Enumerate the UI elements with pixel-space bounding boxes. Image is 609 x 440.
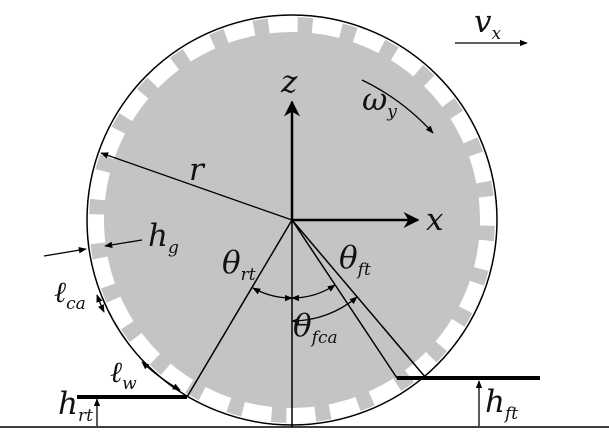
tread-gap <box>92 256 116 289</box>
tread-gap <box>450 110 478 144</box>
tread-gap <box>328 396 361 420</box>
tread-gap <box>458 280 485 314</box>
tread-gaps <box>89 16 495 423</box>
l-w-arrow <box>141 361 181 391</box>
label-z: z <box>280 64 298 100</box>
tread-gap <box>90 169 110 201</box>
radius-arrow <box>100 152 293 221</box>
tread-gap <box>423 75 455 108</box>
label-r: r <box>189 152 206 188</box>
label-l-w: ℓw <box>110 355 137 394</box>
label-vx: vx <box>474 4 502 44</box>
tread-gap <box>390 47 424 77</box>
front-contact-area-line <box>291 219 427 379</box>
h-g-arrow-outer <box>43 247 87 257</box>
tread-gap <box>119 88 149 122</box>
label-omega-y: ωy <box>362 82 397 122</box>
tread-gap <box>468 151 492 184</box>
tread-gap <box>404 351 437 383</box>
tread-gap <box>147 57 180 89</box>
label-h-g: hg <box>148 218 179 258</box>
tread-gap <box>241 402 273 422</box>
label-h-ft: hft <box>485 384 518 424</box>
label-l-ca: ℓca <box>54 275 86 314</box>
tread-gap <box>286 406 317 423</box>
tread-gap <box>311 18 343 38</box>
label-x: x <box>426 202 444 238</box>
label-h-rt: hrt <box>58 386 93 426</box>
tread-gap <box>474 239 494 271</box>
label-theta-fca: θfca <box>293 308 338 348</box>
tread-gap <box>89 214 106 245</box>
label-theta-ft: θft <box>339 240 371 280</box>
tread-gap <box>99 126 126 160</box>
theta-fca-arc <box>291 296 358 325</box>
rear-contact-line <box>186 219 293 398</box>
l-ca-arrow <box>96 294 105 313</box>
tread-gap <box>435 318 465 352</box>
omega-rotation-arrow <box>361 79 434 134</box>
tread-gap <box>223 20 256 44</box>
tread-gap <box>129 332 161 365</box>
tread-gap <box>352 27 386 54</box>
tread-gap <box>267 16 298 34</box>
theta-rt-arc <box>252 287 293 302</box>
tread-gap <box>198 386 232 413</box>
label-theta-rt: θrt <box>222 245 256 285</box>
h-g-arrow-inner <box>104 239 143 249</box>
tread-gap <box>106 296 134 330</box>
tread-gap <box>368 378 402 406</box>
tread-gap <box>182 34 216 62</box>
tread-gap <box>478 195 495 226</box>
